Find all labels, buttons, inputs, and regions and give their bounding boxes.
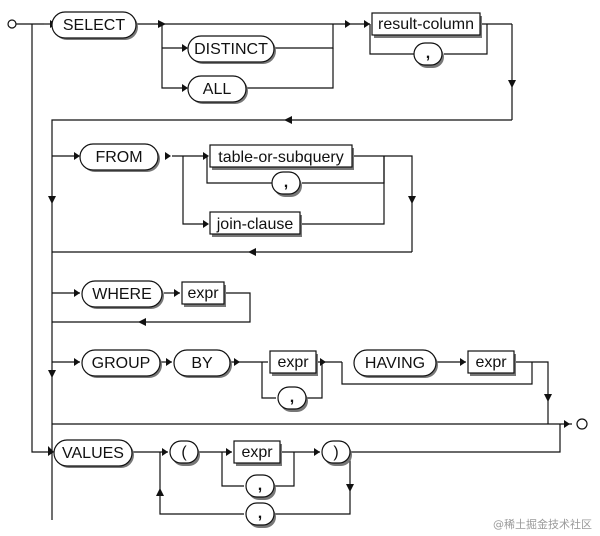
having-keyword-label: HAVING — [365, 355, 425, 372]
from-keyword-label: FROM — [95, 149, 142, 166]
lparen-label: ( — [181, 444, 187, 461]
from-keyword: FROM — [79, 143, 160, 172]
values-inner-comma: , — [245, 474, 276, 500]
distinct-keyword: DISTINCT — [187, 35, 276, 64]
result-column-comma-label: , — [426, 45, 430, 62]
lparen-keyword: ( — [169, 440, 200, 466]
rparen-label: ) — [333, 444, 338, 461]
group-keyword: GROUP — [81, 349, 162, 378]
join-clause-node: join-clause — [209, 211, 302, 237]
all-keyword: ALL — [187, 75, 248, 104]
connector-lines — [7, 19, 588, 520]
result-column-comma: , — [413, 42, 444, 68]
group-comma: , — [277, 386, 308, 412]
group-comma-label: , — [290, 389, 294, 406]
all-keyword-label: ALL — [203, 81, 232, 98]
values-outer-comma: , — [245, 502, 276, 528]
join-clause-label: join-clause — [216, 216, 294, 233]
values-keyword-label: VALUES — [62, 445, 124, 462]
where-keyword-label: WHERE — [92, 286, 152, 303]
values-inner-comma-label: , — [258, 477, 262, 494]
rparen-keyword: ) — [321, 440, 352, 466]
where-expr-label: expr — [187, 285, 219, 302]
by-keyword-label: BY — [191, 355, 213, 372]
group-keyword-label: GROUP — [92, 355, 151, 372]
from-comma: , — [271, 171, 302, 197]
distinct-keyword-label: DISTINCT — [194, 41, 268, 58]
group-expr-node: expr — [269, 350, 318, 376]
arrowheads — [48, 20, 570, 496]
values-expr-label: expr — [241, 444, 273, 461]
having-keyword: HAVING — [353, 349, 438, 378]
select-keyword: SELECT — [51, 11, 138, 40]
start-circle — [7, 19, 17, 29]
table-or-subquery-node: table-or-subquery — [209, 144, 354, 170]
values-keyword: VALUES — [53, 439, 134, 468]
having-expr-label: expr — [475, 354, 507, 371]
result-column-node: result-column — [371, 12, 482, 38]
values-outer-comma-label: , — [258, 505, 262, 522]
where-expr-node: expr — [181, 281, 226, 307]
watermark: @稀土掘金技术社区 — [493, 517, 592, 531]
result-column-label: result-column — [378, 16, 474, 33]
group-expr-label: expr — [277, 354, 309, 371]
table-or-subquery-label: table-or-subquery — [218, 149, 343, 166]
from-comma-label: , — [284, 174, 288, 191]
having-expr-node: expr — [467, 350, 516, 376]
where-keyword: WHERE — [81, 280, 164, 309]
select-keyword-label: SELECT — [63, 17, 125, 34]
values-expr-node: expr — [233, 440, 282, 466]
by-keyword: BY — [173, 349, 232, 378]
end-circle — [576, 418, 588, 430]
